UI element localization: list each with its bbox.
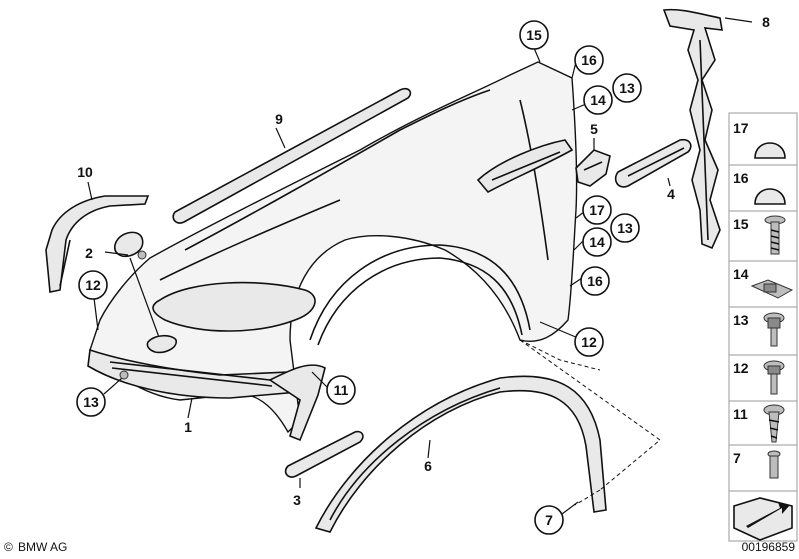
label-6: 6 xyxy=(424,458,432,474)
callout-11: 11 xyxy=(311,371,356,405)
callout-12b: 12 xyxy=(539,321,604,357)
molding-strip xyxy=(172,87,412,224)
small-trim-piece xyxy=(284,430,364,488)
svg-text:15: 15 xyxy=(526,27,542,43)
label-8: 8 xyxy=(762,14,770,30)
callout-14b: 14 xyxy=(573,227,612,257)
sidebar-num-13: 13 xyxy=(733,312,749,328)
svg-text:13: 13 xyxy=(619,80,635,96)
label-10: 10 xyxy=(77,164,93,180)
sidebar-num-16: 16 xyxy=(733,170,749,186)
filler-cap xyxy=(104,231,177,354)
svg-text:14: 14 xyxy=(590,92,606,108)
callout-15a: 15 xyxy=(519,20,549,63)
rivet-icon xyxy=(767,450,781,479)
lip-slots xyxy=(109,361,273,387)
sidebar-num-7: 7 xyxy=(733,450,741,466)
callout-12a: 12 xyxy=(78,270,108,331)
side-marker-trim xyxy=(614,138,692,188)
callout-14a: 14 xyxy=(571,85,613,115)
assembly-lines xyxy=(519,339,661,506)
turn-signal-bracket xyxy=(575,138,611,187)
sidebar-num-11: 11 xyxy=(733,406,748,422)
vertical-seal xyxy=(662,8,753,250)
svg-text:16: 16 xyxy=(581,52,597,68)
label-1: 1 xyxy=(184,419,192,435)
sidebar-num-14: 14 xyxy=(733,266,749,282)
svg-text:16: 16 xyxy=(587,273,603,289)
callout-16b: 16 xyxy=(569,266,610,296)
label-9: 9 xyxy=(275,111,283,127)
copyright-icon: © xyxy=(4,540,13,554)
sidebar-cell-13 xyxy=(728,306,798,356)
leader-1 xyxy=(187,397,193,419)
dome-cap-icon xyxy=(754,142,786,159)
sidebar-num-15: 15 xyxy=(733,216,749,232)
svg-text:12: 12 xyxy=(581,334,597,350)
callout-13a: 13 xyxy=(612,73,642,103)
sidebar-num-12: 12 xyxy=(733,360,749,376)
hex-screw-icon xyxy=(763,312,785,347)
self-tapping-screw-icon xyxy=(763,404,785,443)
brand-label: BMW AG xyxy=(18,540,67,554)
svg-text:11: 11 xyxy=(334,382,349,398)
sidebar-num-17: 17 xyxy=(733,120,749,136)
svg-text:13: 13 xyxy=(83,394,99,410)
footer: © BMW AG 00196859 xyxy=(4,540,795,554)
svg-text:14: 14 xyxy=(589,234,605,250)
svg-text:12: 12 xyxy=(85,277,101,293)
callout-13b: 13 xyxy=(610,213,640,243)
assembly-arrow-icon xyxy=(733,497,793,541)
sidebar-cell-15 xyxy=(728,210,798,262)
wheel-arch-trim xyxy=(314,375,607,533)
label-3: 3 xyxy=(293,492,301,508)
callout-13c: 13 xyxy=(76,370,129,417)
sidebar-cell-7 xyxy=(728,444,798,492)
dome-cap-icon xyxy=(754,188,786,205)
label-2: 2 xyxy=(85,245,93,261)
sidebar-cell-11 xyxy=(728,400,798,446)
svg-text:13: 13 xyxy=(617,220,633,236)
washer-screw-icon xyxy=(763,360,785,395)
screw-icon xyxy=(764,215,786,255)
fastener-sidebar: 17 16 15 14 13 12 xyxy=(728,112,798,542)
svg-text:7: 7 xyxy=(545,512,553,528)
callout-7: 7 xyxy=(534,501,579,535)
callout-16a: 16 xyxy=(571,45,604,79)
wheel-arch-bracket xyxy=(45,181,150,293)
callout-17: 17 xyxy=(575,195,612,225)
clip-nut-icon xyxy=(750,279,794,299)
diagram-number: 00196859 xyxy=(742,540,796,554)
label-5: 5 xyxy=(590,121,598,137)
front-fender xyxy=(87,61,578,442)
label-4: 4 xyxy=(667,186,675,202)
svg-text:17: 17 xyxy=(589,202,605,218)
side-vent xyxy=(476,139,574,194)
